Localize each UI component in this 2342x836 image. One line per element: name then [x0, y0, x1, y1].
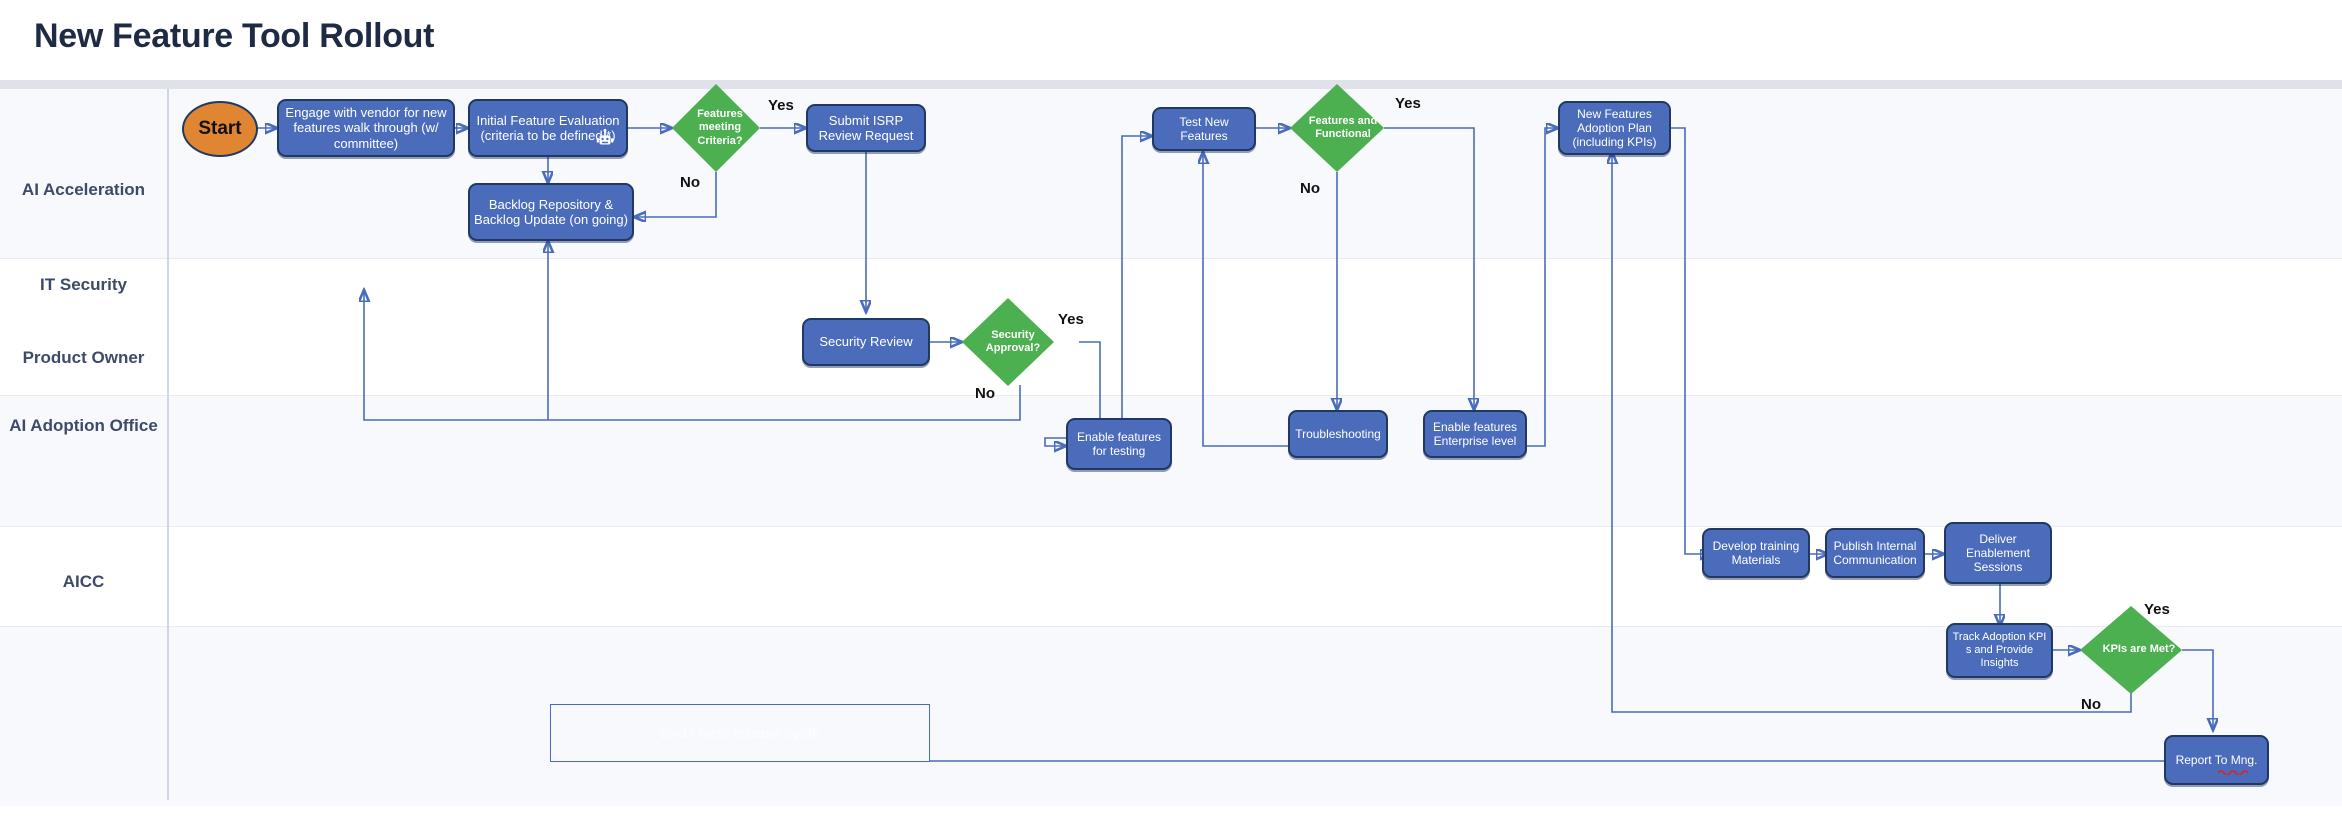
node-features-criteria[interactable]: Features meeting Criteria?: [672, 84, 760, 172]
node-troubleshooting[interactable]: Troubleshooting: [1288, 410, 1388, 458]
node-enable-enterprise-label: Enable features Enterprise level: [1432, 419, 1518, 448]
decision-shape: [672, 84, 760, 172]
node-kpis-met[interactable]: KPIs are Met?: [2080, 606, 2182, 694]
node-enable-enterprise[interactable]: Enable features Enterprise level: [1423, 410, 1527, 458]
decision-shape: [962, 298, 1054, 386]
lane-label-ai-adoption-office: AI Adoption Office: [9, 416, 158, 435]
node-security-approval[interactable]: Security Approval?: [962, 298, 1054, 386]
edge-label-functional-yes: Yes: [1395, 95, 1421, 112]
node-deliver-sessions[interactable]: Deliver Enablement Sessions: [1944, 522, 2052, 584]
node-start[interactable]: Start: [182, 101, 258, 157]
node-submit-isrp[interactable]: Submit ISRP Review Request: [806, 104, 926, 152]
decision-shape: [2080, 606, 2182, 694]
node-adoption-plan-label: New Features Adoption Plan (including KP…: [1572, 106, 1657, 150]
node-publish-comm-label: Publish Internal Communication: [1833, 538, 1917, 567]
node-enable-testing[interactable]: Enable features for testing: [1066, 418, 1172, 470]
lane-it-security: [0, 258, 2342, 395]
lane-separator: [0, 526, 2342, 527]
node-publish-comm[interactable]: Publish Internal Communication: [1825, 528, 1925, 578]
node-troubleshooting-label: Troubleshooting: [1295, 426, 1381, 441]
lane-label-ai-acceleration: AI Acceleration: [21, 180, 146, 199]
lane-label-it-security: IT Security: [40, 275, 127, 294]
node-security-review-label: Security Review: [819, 334, 913, 350]
node-develop-training-label: Develop training Materials: [1712, 538, 1800, 567]
edge-label-kpi-yes: Yes: [2144, 601, 2170, 618]
node-initial-eval[interactable]: Initial Feature Evaluation (criteria to …: [468, 99, 628, 157]
spellcheck-underline-icon: [2218, 770, 2249, 775]
lane-separator: [0, 626, 2342, 627]
node-deliver-sessions-label: Deliver Enablement Sessions: [1965, 531, 2031, 575]
lane-label-aicc: AICC: [62, 572, 105, 591]
node-report-mng-label: Report To Mng.: [2175, 752, 2258, 767]
lane-header-divider: [167, 89, 169, 800]
title-divider: [0, 80, 2342, 89]
edge-label-security-no: No: [975, 385, 995, 402]
edge-label-functional-no: No: [1300, 180, 1320, 197]
decision-shape: [1290, 84, 1384, 172]
lane-separator: [0, 258, 2342, 259]
node-engage-vendor[interactable]: Engage with vendor for new features walk…: [277, 99, 455, 157]
node-track-adoption-label: Track Adoption KPI s and Provide Insight…: [1952, 631, 2047, 669]
node-test-new-features-label: Test New Features: [1179, 114, 1229, 143]
node-enable-testing-label: Enable features for testing: [1076, 429, 1162, 458]
node-backlog-repo-label: Backlog Repository & Backlog Update (on …: [474, 196, 628, 227]
node-end-cycle-label: End / Next release cycle: [660, 724, 820, 741]
node-security-review[interactable]: Security Review: [802, 318, 930, 366]
node-start-label: Start: [198, 118, 242, 139]
node-engage-vendor-label: Engage with vendor for new features walk…: [285, 105, 447, 151]
node-features-functional[interactable]: Features and Functional: [1290, 84, 1384, 172]
edge-label-kpi-no: No: [2081, 696, 2101, 713]
edge-label-security-yes: Yes: [1058, 311, 1084, 328]
page-title: New Feature Tool Rollout: [34, 17, 435, 55]
node-develop-training[interactable]: Develop training Materials: [1702, 528, 1810, 578]
edge-label-criteria-yes: Yes: [768, 97, 794, 114]
lane-separator: [0, 395, 2342, 396]
node-test-new-features[interactable]: Test New Features: [1152, 107, 1256, 151]
node-report-mng[interactable]: Report To Mng.: [2164, 735, 2269, 785]
title-bar: New Feature Tool Rollout: [0, 0, 2342, 80]
node-adoption-plan[interactable]: New Features Adoption Plan (including KP…: [1558, 101, 1671, 155]
node-submit-isrp-label: Submit ISRP Review Request: [818, 112, 914, 143]
node-backlog-repo[interactable]: Backlog Repository & Backlog Update (on …: [468, 183, 634, 241]
node-end-cycle: End / Next release cycle: [550, 704, 930, 762]
node-initial-eval-label: Initial Feature Evaluation (criteria to …: [476, 112, 620, 143]
edge-label-criteria-no: No: [680, 174, 700, 191]
lane-label-product-owner: Product Owner: [22, 348, 145, 367]
node-track-adoption[interactable]: Track Adoption KPI s and Provide Insight…: [1946, 623, 2053, 678]
robot-icon: [596, 128, 614, 145]
